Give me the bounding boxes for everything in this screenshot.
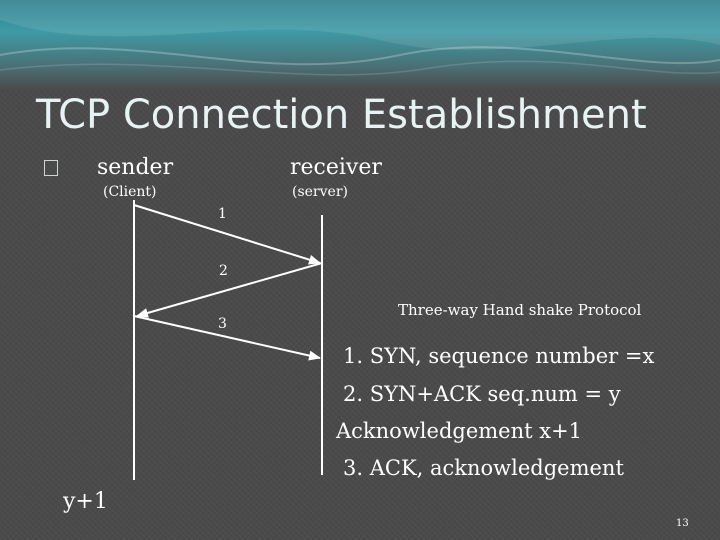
protocol-line-ack: 3. ACK, acknowledgement — [343, 456, 624, 480]
step-3-label: 3 — [218, 316, 227, 332]
protocol-line-syn: 1. SYN, sequence number =x — [343, 344, 654, 368]
syn-ack-arrow — [137, 263, 322, 316]
syn-arrow — [134, 205, 320, 263]
y-plus-one-label: y+1 — [63, 489, 108, 514]
step-1-label: 1 — [218, 206, 227, 222]
ack-arrow — [134, 316, 320, 358]
step-2-label: 2 — [219, 263, 228, 279]
slide-number: 13 — [676, 518, 689, 529]
protocol-heading: Three-way Hand shake Protocol — [398, 301, 641, 319]
protocol-line-acknowledgement: Acknowledgement x+1 — [336, 419, 582, 443]
protocol-line-syn-ack: 2. SYN+ACK seq.num = y — [343, 382, 621, 406]
